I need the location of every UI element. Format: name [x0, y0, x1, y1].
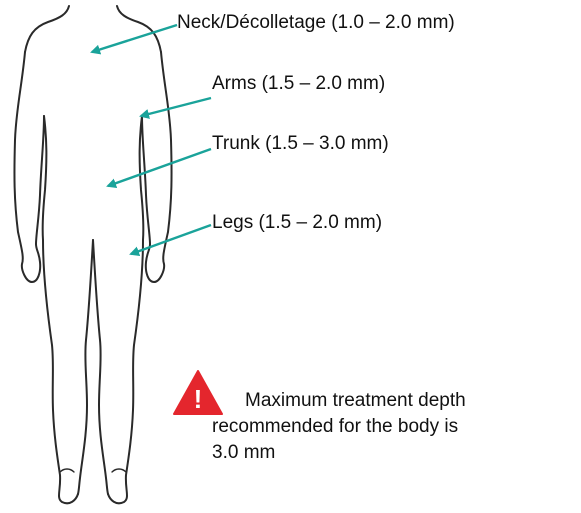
arms-arrow	[141, 98, 211, 116]
warning-text-line-2: recommended for the body is	[212, 414, 458, 440]
label-arms: Arms (1.5 – 2.0 mm)	[212, 73, 385, 95]
warning-text-line-3: 3.0 mm	[212, 440, 275, 466]
label-trunk: Trunk (1.5 – 3.0 mm)	[212, 133, 389, 155]
label-legs: Legs (1.5 – 2.0 mm)	[212, 212, 382, 234]
trunk-arrow	[108, 149, 211, 186]
human-body-outline-icon	[14, 6, 171, 503]
warning-exclamation: !	[194, 384, 203, 414]
label-neck: Neck/Décolletage (1.0 – 2.0 mm)	[177, 12, 455, 34]
neck-arrow	[92, 25, 177, 52]
warning-text-line-1: Maximum treatment depth	[245, 388, 466, 414]
warning-triangle-icon: !	[174, 371, 222, 414]
